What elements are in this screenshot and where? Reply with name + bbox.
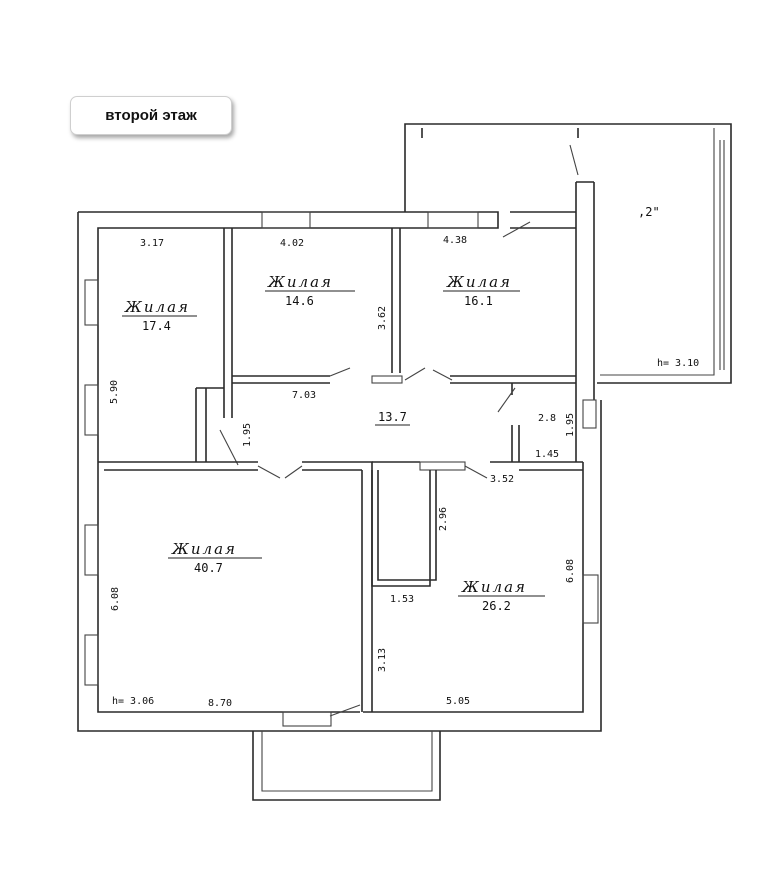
- room-17-4: Жилая 17.4: [122, 298, 197, 333]
- dimension-label: 6.08: [565, 559, 576, 583]
- room-name: Жилая: [124, 298, 190, 316]
- dimension-label: 3.17: [140, 238, 164, 249]
- room-area: 16.1: [464, 294, 493, 308]
- room-area: 17.4: [142, 319, 171, 333]
- room-name: Жилая: [461, 578, 527, 596]
- dimension-label: 3.13: [377, 648, 388, 672]
- room-16-1: Жилая 16.1: [443, 273, 520, 308]
- dimension-label: 5.05: [446, 696, 470, 707]
- room-area: 13.7: [378, 410, 407, 424]
- room-name: Жилая: [446, 273, 512, 291]
- dimension-label: 4.38: [443, 235, 467, 246]
- room-area: 26.2: [482, 599, 511, 613]
- room-26-2: Жилая 26.2: [458, 578, 545, 613]
- room-40-7: Жилая 40.7: [168, 540, 262, 575]
- window: [261, 211, 311, 229]
- height-label: h= 3.06: [112, 696, 154, 707]
- dimensions: 3.17 4.02 4.38 3.62 5.90 7.03 1.95 2.8 1…: [109, 235, 699, 709]
- room-14-6: Жилая 14.6: [265, 273, 355, 308]
- height-label: h= 3.10: [657, 358, 699, 369]
- dimension-label: 1.53: [390, 594, 414, 605]
- window: [84, 384, 99, 436]
- room-2: ,2": [638, 205, 660, 219]
- dimension-label: 2.96: [438, 507, 449, 531]
- floor-label: второй этаж: [70, 96, 232, 135]
- window: [84, 279, 99, 326]
- window: [84, 524, 99, 576]
- room-area: 14.6: [285, 294, 314, 308]
- room-13-7: 13.7: [375, 410, 410, 426]
- dimension-label: 1.45: [535, 449, 559, 460]
- room-area: 40.7: [194, 561, 223, 575]
- window: [582, 399, 597, 429]
- window: [582, 574, 599, 624]
- interior-walls: [98, 228, 583, 717]
- window: [282, 711, 332, 727]
- windows: [84, 211, 599, 727]
- dimension-label: 4.02: [280, 238, 304, 249]
- dimension-label: 3.62: [377, 306, 388, 330]
- dimension-label: 1.95: [242, 423, 253, 447]
- dimension-label: 1.95: [565, 413, 576, 437]
- dimension-label: 6.08: [110, 587, 121, 611]
- room-area: ,2": [638, 205, 660, 219]
- dimension-label: 3.52: [490, 474, 514, 485]
- window: [427, 211, 479, 229]
- dimension-label: 7.03: [292, 390, 316, 401]
- dimension-label: 2.8: [538, 413, 556, 424]
- dimension-label: 8.70: [208, 698, 232, 709]
- outer-walls: [77, 123, 732, 801]
- room-name: Жилая: [171, 540, 237, 558]
- dimension-label: 5.90: [109, 380, 120, 404]
- room-name: Жилая: [267, 273, 333, 291]
- window: [84, 634, 99, 686]
